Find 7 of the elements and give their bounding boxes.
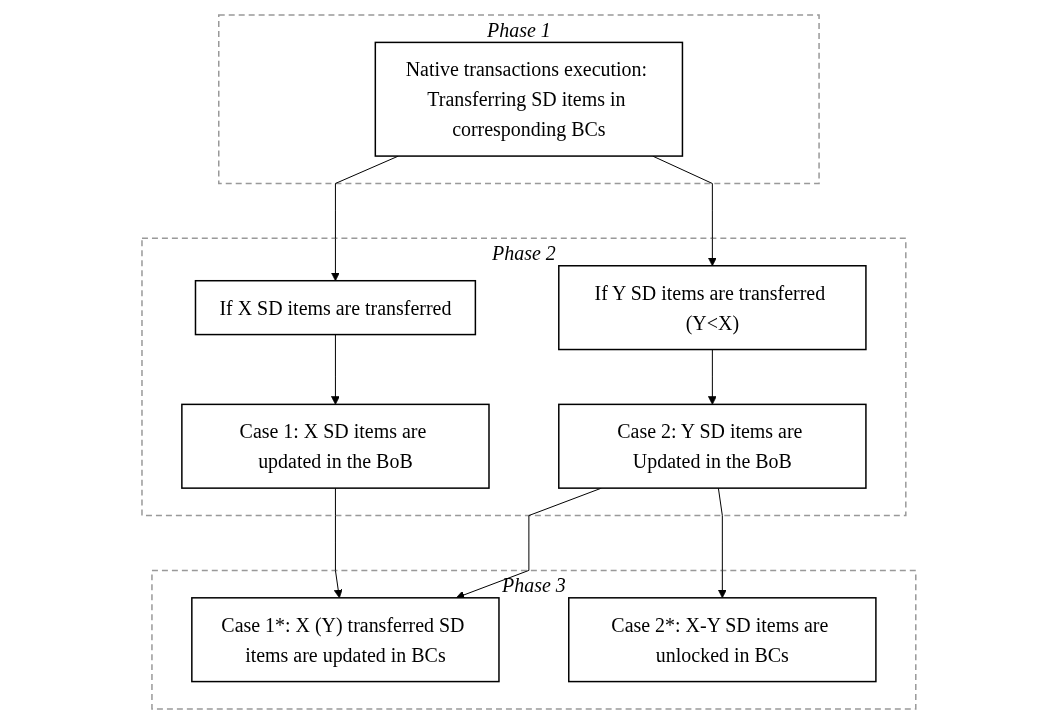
node-box: Case 2: Y SD items are Updated in the BoB xyxy=(558,403,867,489)
node-box: Case 1*: X (Y) transferred SD items are updated in BCs xyxy=(191,597,500,683)
node-box: If X SD items are transferred xyxy=(194,279,477,336)
node-box: Case 1: X SD items are updated in the BoB xyxy=(181,403,490,489)
node-box: Case 2*: X-Y SD items are unlocked in BCs xyxy=(568,597,877,683)
node-box: Native transactions execution: Transferring SD items in corresponding BCs xyxy=(374,41,684,157)
node-box: If Y SD items are transferred (Y<X) xyxy=(558,265,867,351)
